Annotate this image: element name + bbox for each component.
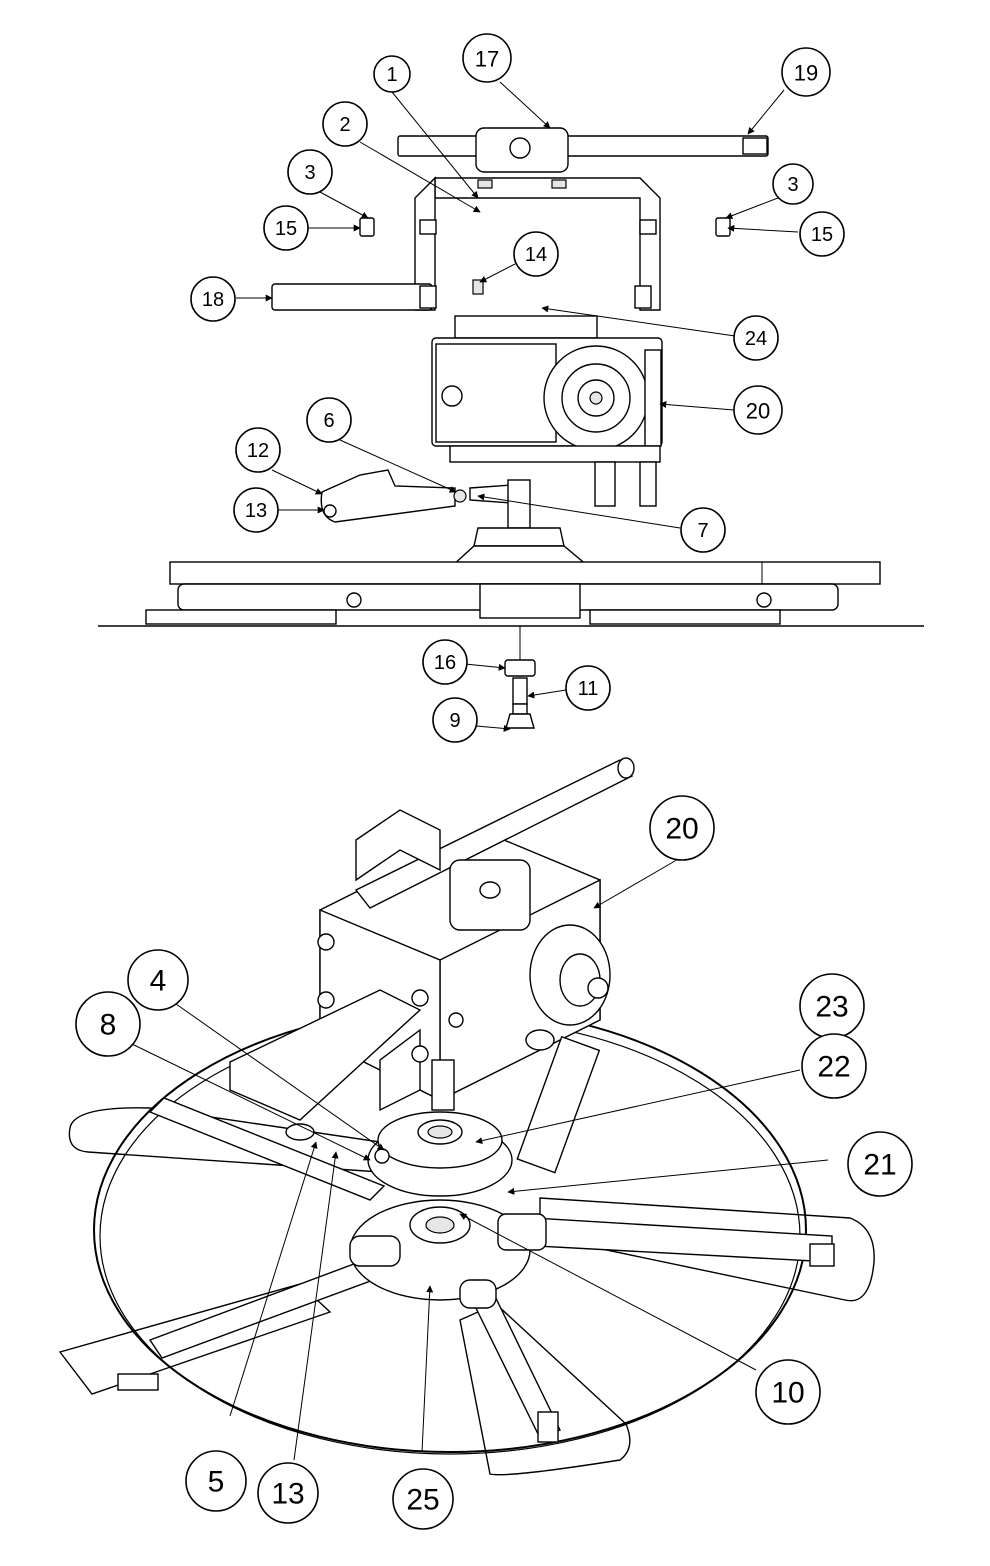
callout-b19: 19	[781, 47, 831, 97]
top-leaders	[236, 81, 799, 732]
callout-b8: 8	[75, 991, 141, 1057]
callout-b3a: 3	[287, 149, 333, 195]
callout-circle	[432, 697, 478, 743]
callout-number: 22	[817, 1051, 850, 1084]
callout-b24: 24	[733, 315, 779, 361]
callout-circle	[847, 1131, 913, 1197]
callout-number: 24	[745, 328, 767, 350]
callout-circle	[287, 149, 333, 195]
callout-circle	[733, 315, 779, 361]
callout-circle	[462, 33, 512, 83]
callout-b6: 6	[306, 397, 352, 443]
callout-b11: 11	[565, 665, 611, 711]
callout-number: 20	[665, 813, 698, 846]
callout-b5: 5	[185, 1450, 247, 1512]
callout-b22: 22	[801, 1033, 867, 1099]
callout-number: 15	[275, 218, 297, 240]
callout-circle	[185, 1450, 247, 1512]
callout-circle	[373, 55, 411, 93]
callout-b20a: 20	[733, 385, 783, 435]
callout-circle	[422, 639, 468, 685]
callout-number: 20	[746, 399, 770, 424]
callout-b21: 21	[847, 1131, 913, 1197]
callout-b2: 2	[322, 101, 368, 147]
callout-circle	[513, 231, 559, 277]
callout-circle	[322, 101, 368, 147]
callout-b1: 1	[373, 55, 411, 93]
callout-number: 13	[245, 500, 267, 522]
callout-circle	[565, 665, 611, 711]
bottom-assembly-drawing	[58, 757, 875, 1476]
callout-b13a: 13	[233, 487, 279, 533]
callout-b10: 10	[755, 1359, 821, 1425]
callout-circle	[772, 163, 814, 205]
callout-number: 21	[863, 1149, 896, 1182]
callout-b4: 4	[127, 949, 189, 1011]
callout-circle	[127, 949, 189, 1011]
callout-circle	[190, 276, 236, 322]
callout-circle	[781, 47, 831, 97]
callout-circle	[733, 385, 783, 435]
callout-number: 23	[815, 991, 848, 1024]
callout-circle	[233, 487, 279, 533]
callout-b15b: 15	[799, 211, 845, 257]
bottom-leaders	[131, 857, 829, 1461]
callout-circle	[680, 507, 726, 553]
callout-number: 2	[339, 114, 350, 136]
callout-number: 6	[323, 410, 334, 432]
callout-number: 14	[525, 244, 547, 266]
callout-b9: 9	[432, 697, 478, 743]
callout-circle	[235, 427, 281, 473]
callout-b14: 14	[513, 231, 559, 277]
callout-circle	[392, 1468, 454, 1530]
callout-circle	[75, 991, 141, 1057]
callout-number: 10	[771, 1377, 804, 1410]
callout-circle	[263, 205, 309, 251]
callout-circle	[755, 1359, 821, 1425]
callout-circle	[649, 795, 715, 861]
callout-circle	[257, 1462, 319, 1524]
callout-number: 13	[271, 1478, 304, 1511]
callout-number: 18	[202, 289, 224, 311]
bottom-view-callouts: 20 23 48 22 21 10 5 13 25	[75, 795, 913, 1530]
top-assembly-drawing	[98, 127, 924, 729]
callout-circle	[306, 397, 352, 443]
callout-b20b: 20	[649, 795, 715, 861]
callout-b16: 16	[422, 639, 468, 685]
callout-number: 12	[247, 440, 269, 462]
callout-number: 16	[434, 652, 456, 674]
callout-number: 5	[208, 1466, 225, 1499]
callout-number: 11	[578, 678, 599, 700]
callout-b13b: 13	[257, 1462, 319, 1524]
callout-number: 19	[794, 61, 818, 86]
callout-b23: 23	[799, 973, 865, 1039]
callout-circle	[799, 211, 845, 257]
callout-number: 1	[386, 64, 397, 86]
callout-b15a: 15	[263, 205, 309, 251]
callout-b25: 25	[392, 1468, 454, 1530]
callout-number: 17	[475, 47, 499, 72]
callout-number: 7	[697, 520, 708, 542]
callout-number: 3	[787, 174, 798, 196]
callout-number: 4	[150, 965, 167, 998]
callout-circle	[801, 1033, 867, 1099]
callout-number: 15	[811, 224, 833, 246]
callout-number: 25	[406, 1484, 439, 1517]
callout-number: 8	[100, 1009, 117, 1042]
callout-number: 9	[449, 710, 460, 732]
callout-b18: 18	[190, 276, 236, 322]
callout-b12: 12	[235, 427, 281, 473]
callout-number: 3	[304, 162, 315, 184]
callout-b3b: 3	[772, 163, 814, 205]
callout-b17: 17	[462, 33, 512, 83]
callout-b7: 7	[680, 507, 726, 553]
